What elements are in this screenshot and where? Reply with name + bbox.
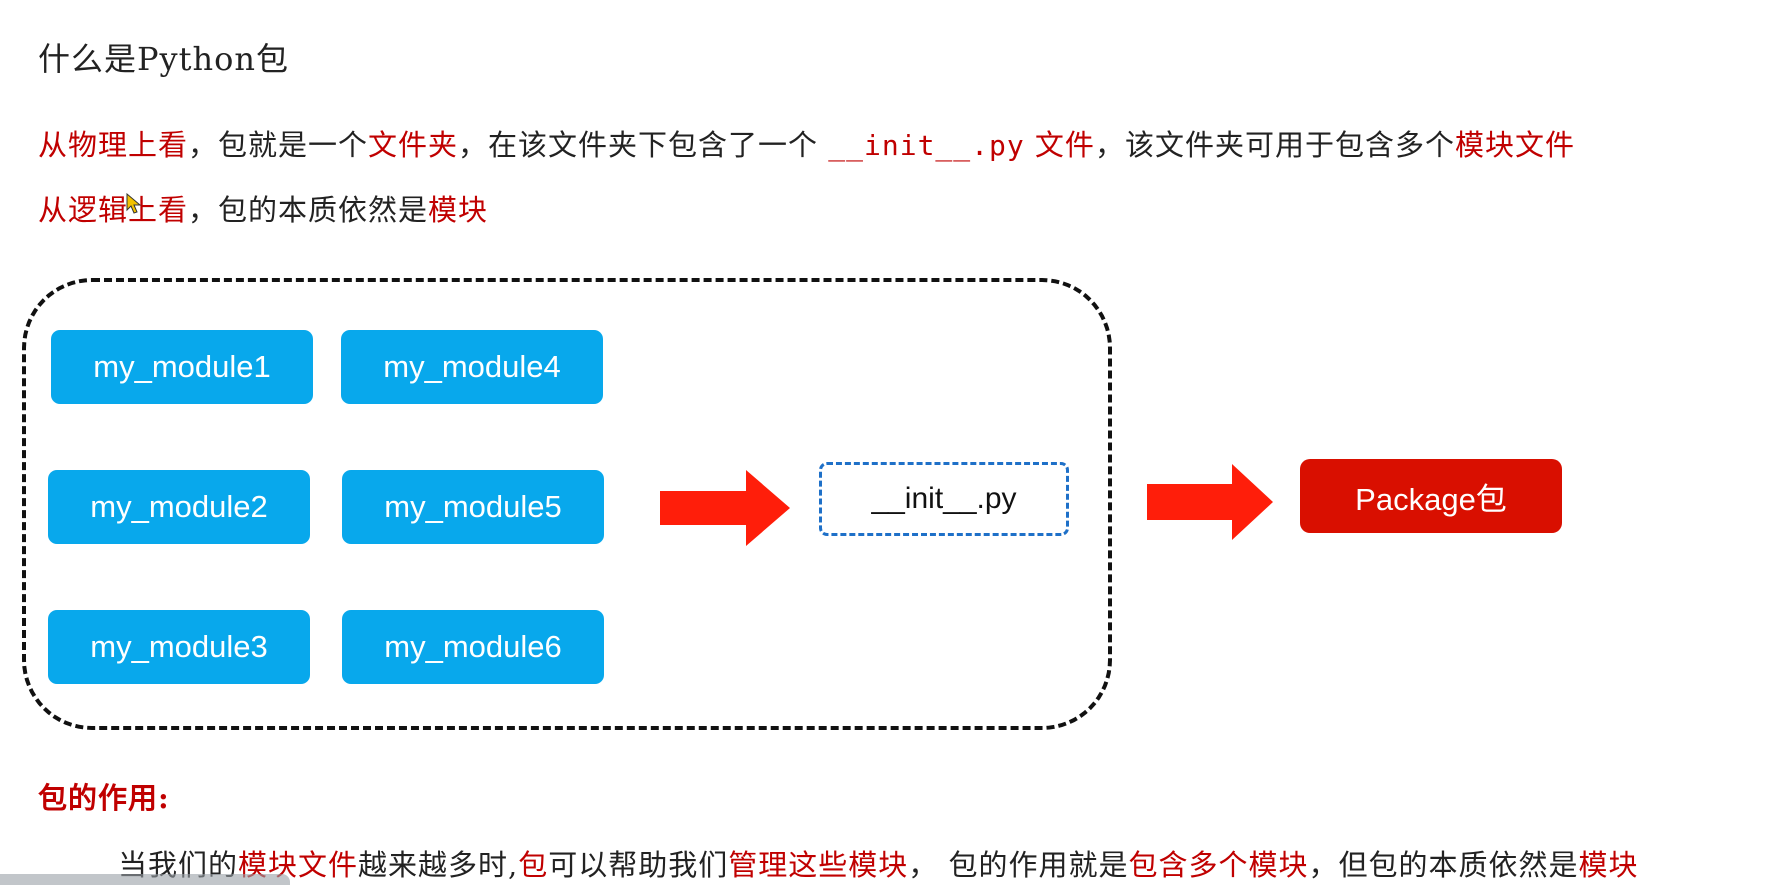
init-file-box: __init__.py	[819, 462, 1069, 536]
module-keyword: 模块	[428, 193, 489, 227]
physical-definition-line: 从物理上看，包就是一个文件夹，在该文件夹下包含了一个 __init__.py 文…	[38, 122, 1575, 164]
logical-definition-line: 从逻辑上看，包的本质依然是模块	[38, 187, 488, 229]
module-keyword: 模块	[1578, 848, 1639, 882]
module-file-keyword: 模块文件	[1454, 128, 1575, 162]
module-box-4: my_module4	[341, 330, 603, 404]
contain-modules-keyword: 包含多个模块	[1128, 848, 1309, 882]
arrow-right-icon	[660, 470, 790, 546]
module-box-3: my_module3	[48, 610, 310, 684]
text-segment: 越来越多时,	[358, 848, 519, 882]
player-toolbar-fragment	[0, 874, 290, 885]
text-segment: ，在该文件夹下包含了一个	[458, 128, 829, 162]
physical-view-label: 从物理上看	[38, 128, 189, 162]
folder-keyword: 文件夹	[368, 128, 459, 162]
text-segment: ， 包的作用就是	[908, 848, 1129, 882]
module-box-6: my_module6	[342, 610, 604, 684]
page-title: 什么是Python包	[38, 40, 289, 78]
module-box-5: my_module5	[342, 470, 604, 544]
text-segment: ，但包的本质依然是	[1308, 848, 1579, 882]
manage-modules-keyword: 管理这些模块	[728, 848, 909, 882]
text-segment: ，包就是一个	[188, 128, 369, 162]
text-segment: 可以帮助我们	[548, 848, 729, 882]
package-role-description: 当我们的模块文件越来越多时,包可以帮助我们管理这些模块， 包的作用就是包含多个模…	[118, 842, 1639, 884]
init-file-keyword: __init__.py	[828, 129, 1025, 162]
file-keyword: 文件	[1024, 128, 1095, 162]
text-segment: ，该文件夹可用于包含多个	[1094, 128, 1455, 162]
text-segment: ，包的本质依然是	[188, 193, 429, 227]
package-role-heading: 包的作用:	[38, 781, 170, 815]
module-box-1: my_module1	[51, 330, 313, 404]
package-folder-boundary	[22, 278, 1112, 730]
mouse-cursor-icon	[126, 193, 142, 214]
package-box: Package包	[1300, 459, 1562, 533]
package-keyword: 包	[518, 848, 549, 882]
arrow-right-icon	[1147, 464, 1273, 540]
logical-view-label: 从逻辑上看	[38, 193, 189, 227]
module-box-2: my_module2	[48, 470, 310, 544]
